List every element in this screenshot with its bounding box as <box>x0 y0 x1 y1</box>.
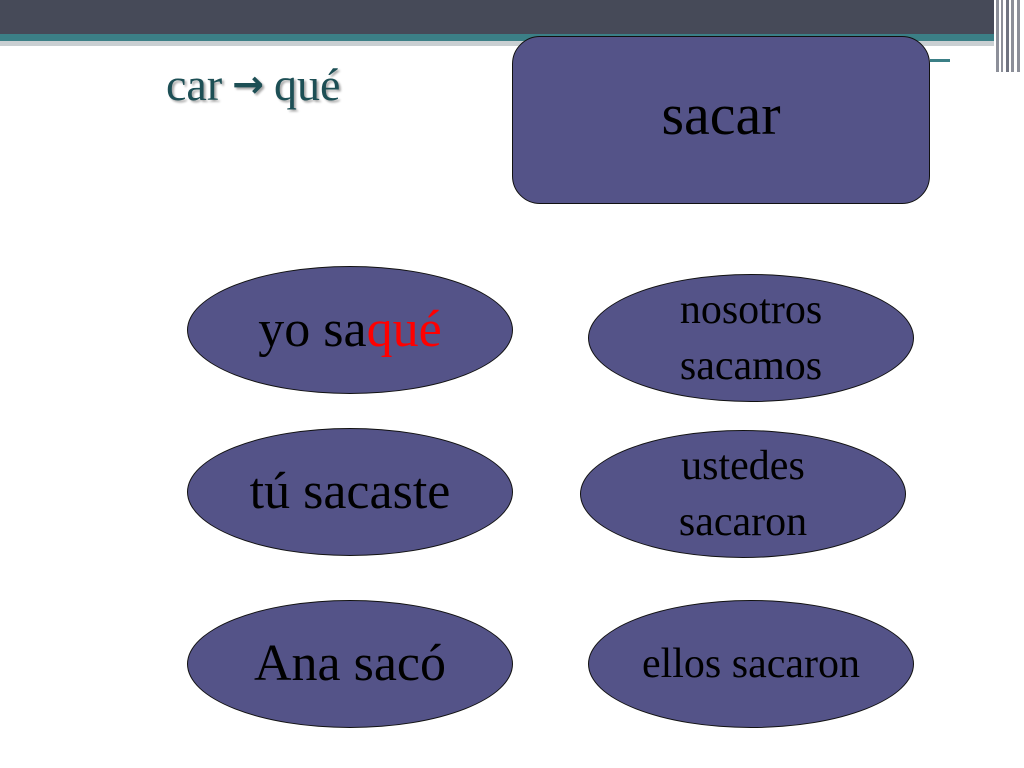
conjugation-tu-text: tú sacaste <box>249 463 451 520</box>
conjugation-ellos: ellos sacaron <box>588 600 914 728</box>
ustedes-line1: ustedes <box>681 443 805 489</box>
verb-label: sacar <box>661 81 781 147</box>
conjugation-ustedes-text: ustedes sacaron <box>679 438 807 550</box>
yo-ending-highlight: qué <box>366 301 442 358</box>
conjugation-yo: yo saqué <box>187 266 513 394</box>
conjugation-ellos-text: ellos sacaron <box>641 641 861 687</box>
decorative-stripes <box>994 0 1024 72</box>
title-to: qué <box>274 59 341 110</box>
title-from: car <box>166 59 223 110</box>
conjugation-yo-text: yo saqué <box>258 300 441 360</box>
conjugation-tu: tú sacaste <box>187 428 513 556</box>
conjugation-ana-text: Ana sacó <box>253 635 447 692</box>
decorative-dash <box>930 59 950 62</box>
accent-line <box>0 41 1024 46</box>
nosotros-line2: sacamos <box>679 343 823 389</box>
yo-stem: yo sa <box>258 301 367 358</box>
verb-box: sacar <box>512 36 930 204</box>
header-bar <box>0 0 1024 34</box>
conjugation-ustedes: ustedes sacaron <box>580 430 906 558</box>
conjugation-nosotros-text: nosotros sacamos <box>680 282 822 394</box>
conjugation-ana: Ana sacó <box>187 600 513 728</box>
ustedes-line2: sacaron <box>678 499 808 545</box>
accent-bar <box>0 34 1024 41</box>
nosotros-line1: nosotros <box>679 287 823 333</box>
slide-title: car→qué <box>166 56 340 113</box>
arrow-right-icon: → <box>232 62 264 106</box>
conjugation-nosotros: nosotros sacamos <box>588 274 914 402</box>
